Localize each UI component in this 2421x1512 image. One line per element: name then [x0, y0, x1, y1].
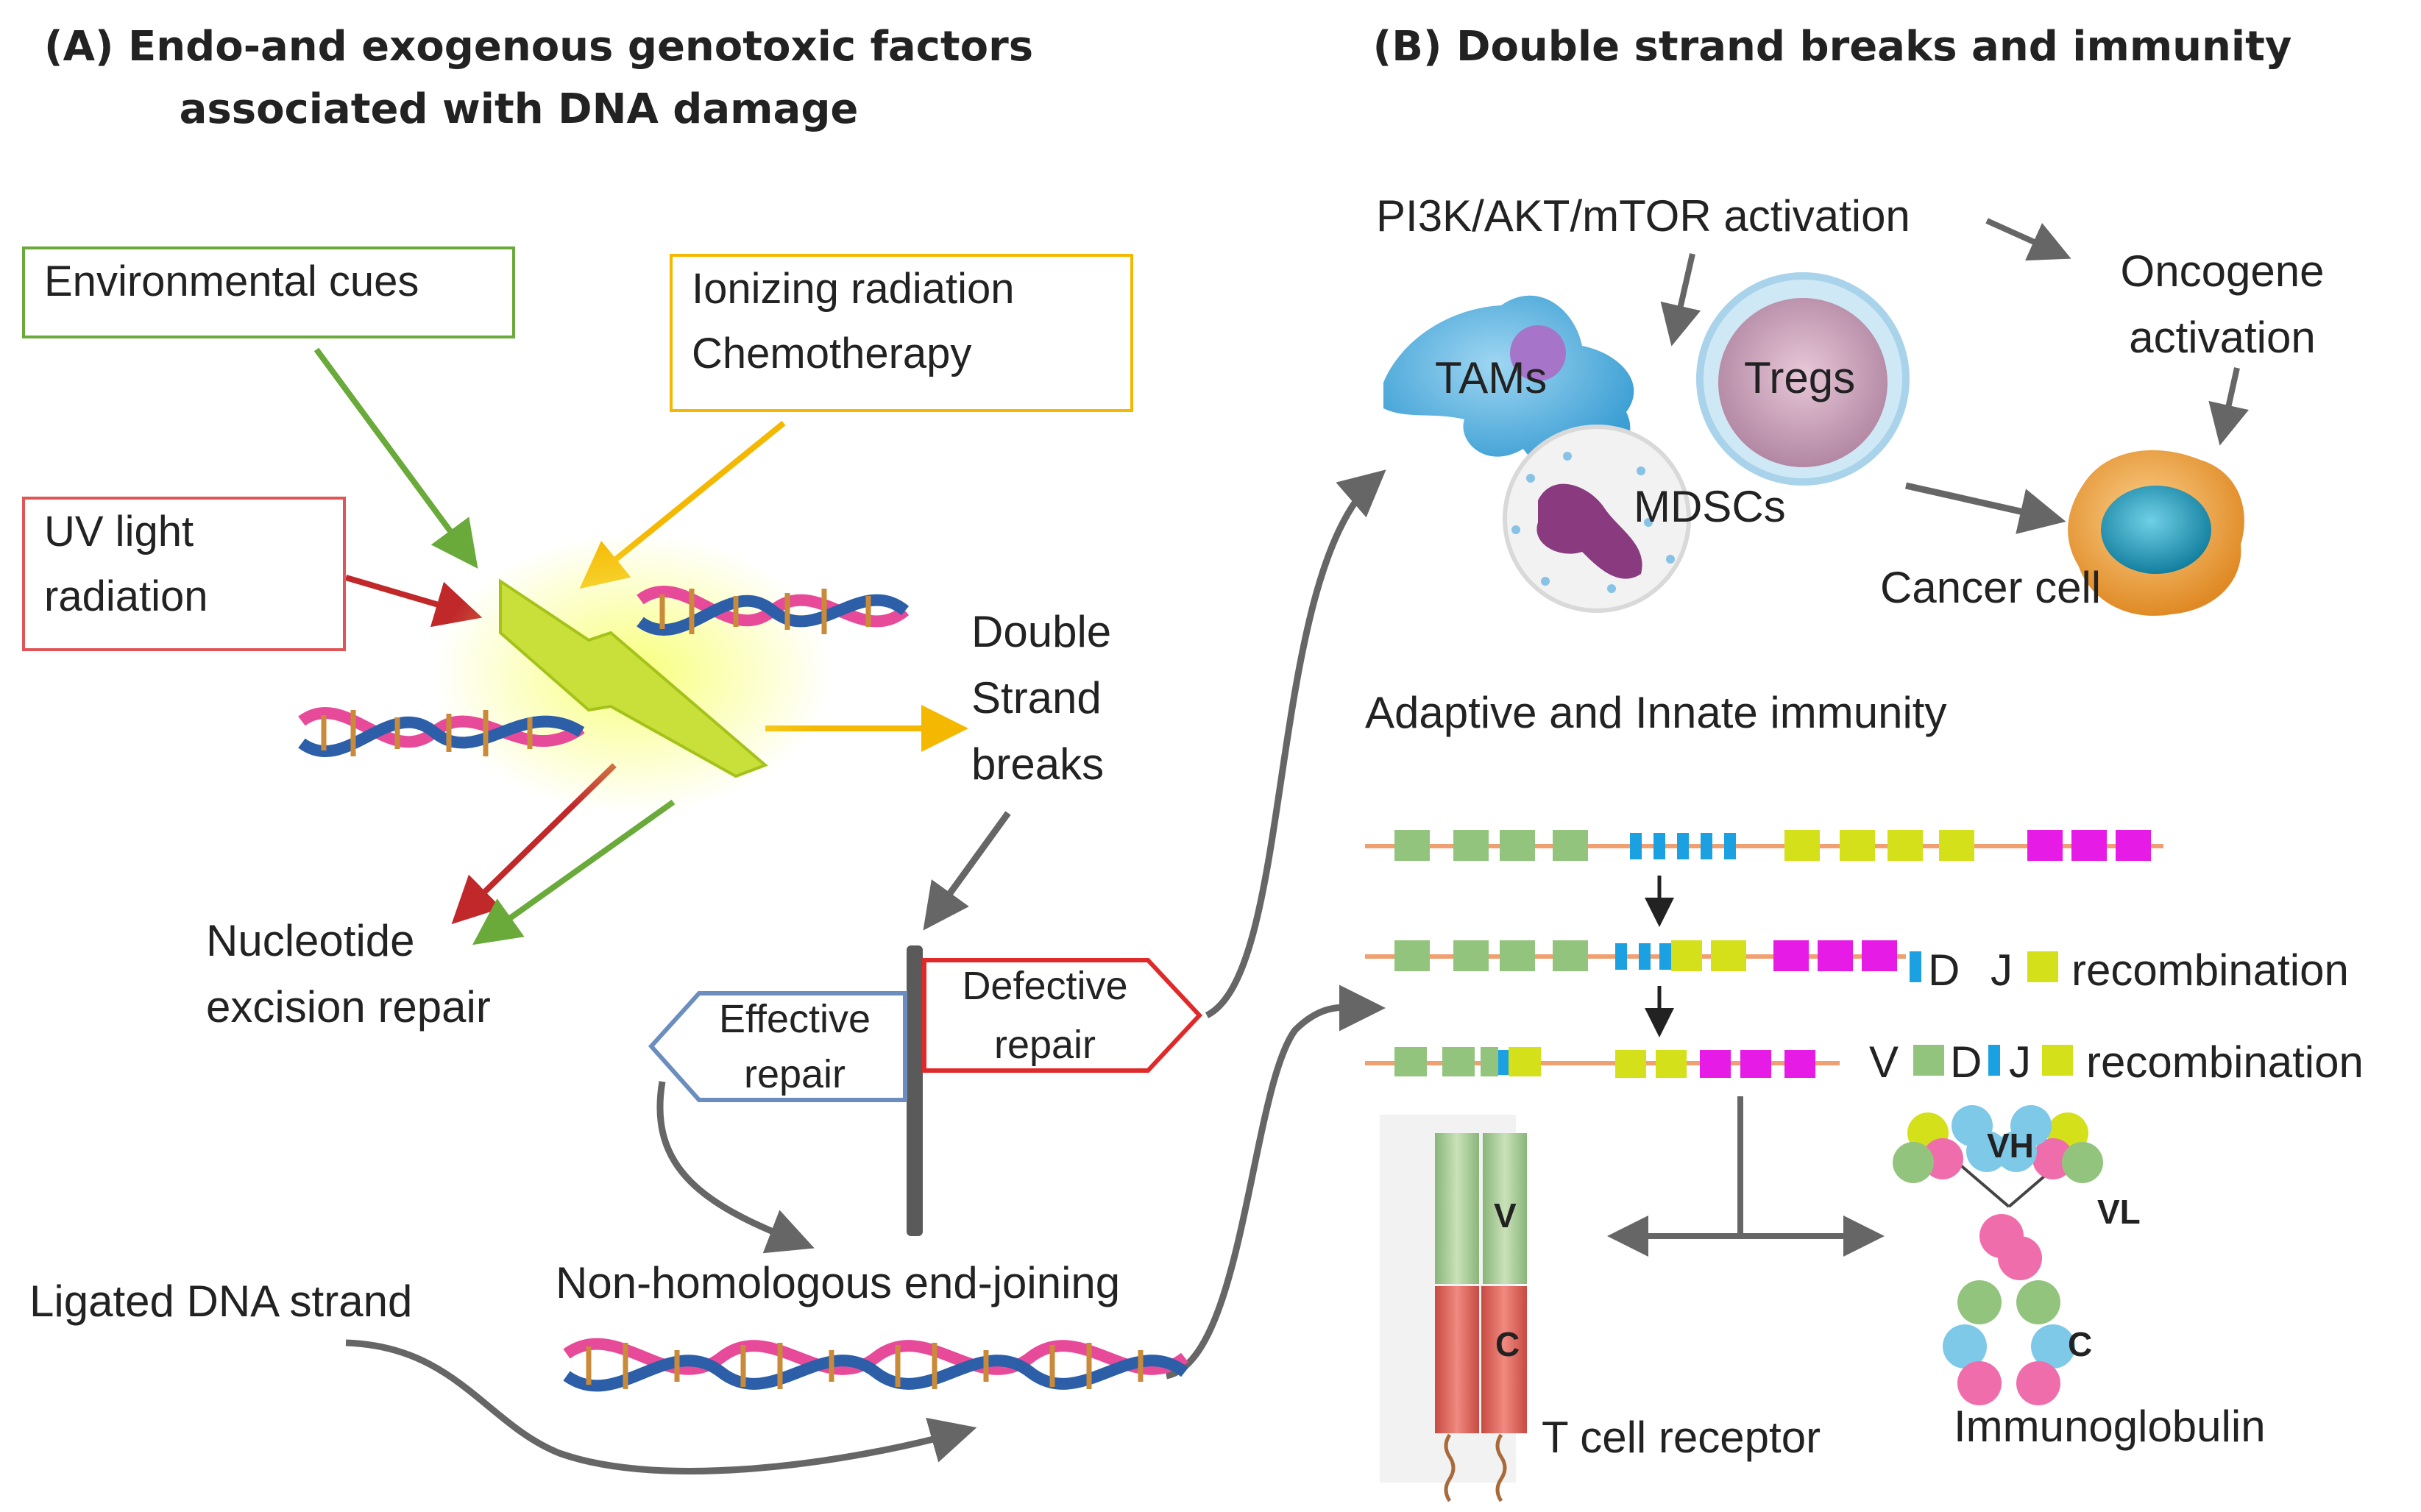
dj-d-letter: D	[1928, 945, 1960, 995]
ligated-dna-label: Ligated DNA strand	[29, 1277, 413, 1326]
ig-vl-label: VL	[2097, 1193, 2141, 1231]
dj-j-yellow-swatch	[2027, 951, 2058, 982]
ligated-arrow	[345, 1339, 977, 1474]
defective-label-line2: repair	[993, 1023, 1096, 1067]
ig-label: Immunoglobulin	[1954, 1402, 2266, 1451]
environmental-cues-label: Environmental cues	[44, 258, 419, 305]
effective-to-nhej-arrow	[656, 1081, 815, 1254]
vdj-recombination-label: recombination	[2086, 1037, 2364, 1087]
vdj-j-swatch	[2042, 1045, 2073, 1076]
ner-label-line1: Nucleotide	[206, 916, 415, 965]
cancer-cell-icon	[2068, 450, 2244, 616]
mdsc-cell-icon	[1503, 425, 1691, 613]
dj-segments	[1365, 940, 1906, 971]
treg-cell-icon	[1696, 272, 1910, 486]
ionizing-label-line1: Ionizing radiation	[692, 265, 1015, 313]
vdj-v-letter: V	[1869, 1037, 1899, 1087]
cells-to-cancer-arrow	[1905, 482, 2066, 534]
ionizing-box: Ionizing radiation Chemotherapy	[670, 254, 1133, 412]
dj-j-swatch	[1910, 951, 1921, 982]
dsb-label-line3: breaks	[971, 739, 1105, 789]
tam-cell-icon	[1383, 295, 1634, 469]
vdj-d-letter: D	[1950, 1037, 1982, 1087]
nhej-label: Non-homologous end-joining	[556, 1258, 1121, 1307]
vdj-v-swatch	[1913, 1045, 1944, 1076]
immunity-label: Adaptive and Innate immunity	[1365, 688, 1947, 737]
effective-label-line2: repair	[743, 1052, 846, 1096]
ig-vh-label: VH	[1987, 1126, 2034, 1165]
panel-b-title: (B) Double strand breaks and immunity	[1372, 23, 2292, 71]
ionizing-label-line2: Chemotherapy	[692, 330, 972, 377]
pi3k-to-oncogene-arrow	[1985, 218, 2071, 261]
defective-repair-sign	[922, 958, 1203, 1073]
oncogene-label-line2: activation	[2129, 313, 2316, 362]
dj-recombination-label: recombination	[2071, 945, 2349, 995]
tams-label: TAMs	[1435, 353, 1548, 402]
oncogene-label-line1: Oncogene	[2120, 246, 2325, 296]
dsb-down-arrow	[923, 811, 1011, 931]
ner-label-line2: excision repair	[206, 982, 491, 1032]
oncogene-to-cancer-arrow	[2208, 367, 2250, 446]
dna-helix-lower-icon	[298, 706, 585, 758]
vdj-j-letter: J	[2009, 1037, 2031, 1087]
ner-green-arrow	[472, 799, 676, 945]
defective-to-immunity-arrow	[1205, 469, 1386, 1019]
env-arrow	[313, 347, 478, 569]
tcr-v-label: V	[1494, 1196, 1517, 1235]
signpost-pole	[907, 945, 923, 1236]
panel-a-title-line2: associated with DNA damage	[179, 85, 859, 133]
damage-lightning-icon	[434, 533, 832, 813]
dna-helix-ligated-icon	[563, 1338, 1188, 1392]
vdj-d-swatch	[1988, 1045, 2000, 1076]
cancer-cell-label: Cancer cell	[1880, 563, 2102, 612]
dsb-label-line1: Double	[971, 607, 1112, 656]
vdj-segments	[1365, 1047, 1840, 1078]
germline-segments	[1365, 830, 2163, 861]
mdscs-label: MDSCs	[1634, 482, 1786, 531]
pi3k-label: PI3K/AKT/mTOR activation	[1376, 191, 1910, 241]
effective-label-line1: Effective	[718, 997, 871, 1041]
immunoglobulin-icon	[1893, 1105, 2103, 1405]
defective-label-line1: Defective	[962, 964, 1128, 1008]
tregs-label: Tregs	[1744, 353, 1856, 402]
uv-label-line2: radiation	[44, 572, 208, 620]
t-cell-receptor-icon	[1380, 1115, 1527, 1502]
dsb-label-line2: Strand	[971, 673, 1102, 723]
pi3k-arrow-down	[1660, 253, 1701, 347]
tcr-label: T cell receptor	[1542, 1413, 1821, 1462]
uv-arrow	[344, 575, 483, 628]
dj-j-letter: J	[1991, 945, 2013, 995]
ig-c-label: C	[2068, 1325, 2093, 1363]
uv-light-box: UV light radiation	[22, 497, 346, 651]
dna-helix-upper-icon	[637, 585, 910, 636]
uv-label-line1: UV light	[44, 508, 194, 556]
tcr-c-label: C	[1495, 1325, 1520, 1363]
panel-a-title-line1: (A) Endo-and exogenous genotoxic factors	[44, 23, 1034, 71]
environmental-cues-box: Environmental cues	[22, 246, 515, 338]
nhej-to-recombination-arrow	[1165, 984, 1386, 1380]
effective-repair-sign	[648, 991, 907, 1102]
